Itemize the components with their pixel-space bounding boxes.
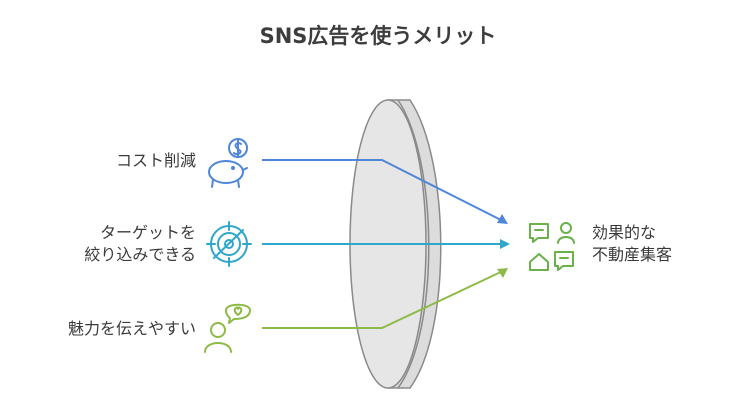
input-label-target-line2: 絞り込みできる <box>84 245 196 264</box>
input-label-target-line1: ターゲットを <box>99 223 196 242</box>
output-label: 効果的な 不動産集客 <box>592 222 672 266</box>
piggy-bank-icon <box>208 138 248 188</box>
connectors <box>262 159 510 329</box>
output-label-line2: 不動産集客 <box>592 245 673 264</box>
output-label-line1: 効果的な <box>592 223 657 242</box>
connector-appeal <box>262 269 506 329</box>
person-heart-speech-icon <box>204 303 251 353</box>
input-label-appeal-line1: 魅力を伝えやすい <box>67 319 196 338</box>
diagram-title: SNS広告を使うメリット <box>259 24 497 48</box>
arrowhead-appeal <box>497 268 508 278</box>
input-label-cost: コスト削減 <box>116 150 196 172</box>
input-label-cost-line1: コスト削減 <box>115 151 196 170</box>
arrowhead-target <box>500 239 510 249</box>
speech-people-home-icon <box>529 222 575 271</box>
connector-cost <box>262 159 506 223</box>
target-icon <box>206 221 252 267</box>
input-label-appeal: 魅力を伝えやすい <box>68 318 196 340</box>
input-label-target: ターゲットを 絞り込みできる <box>84 222 196 266</box>
arrowhead-cost <box>497 214 508 224</box>
